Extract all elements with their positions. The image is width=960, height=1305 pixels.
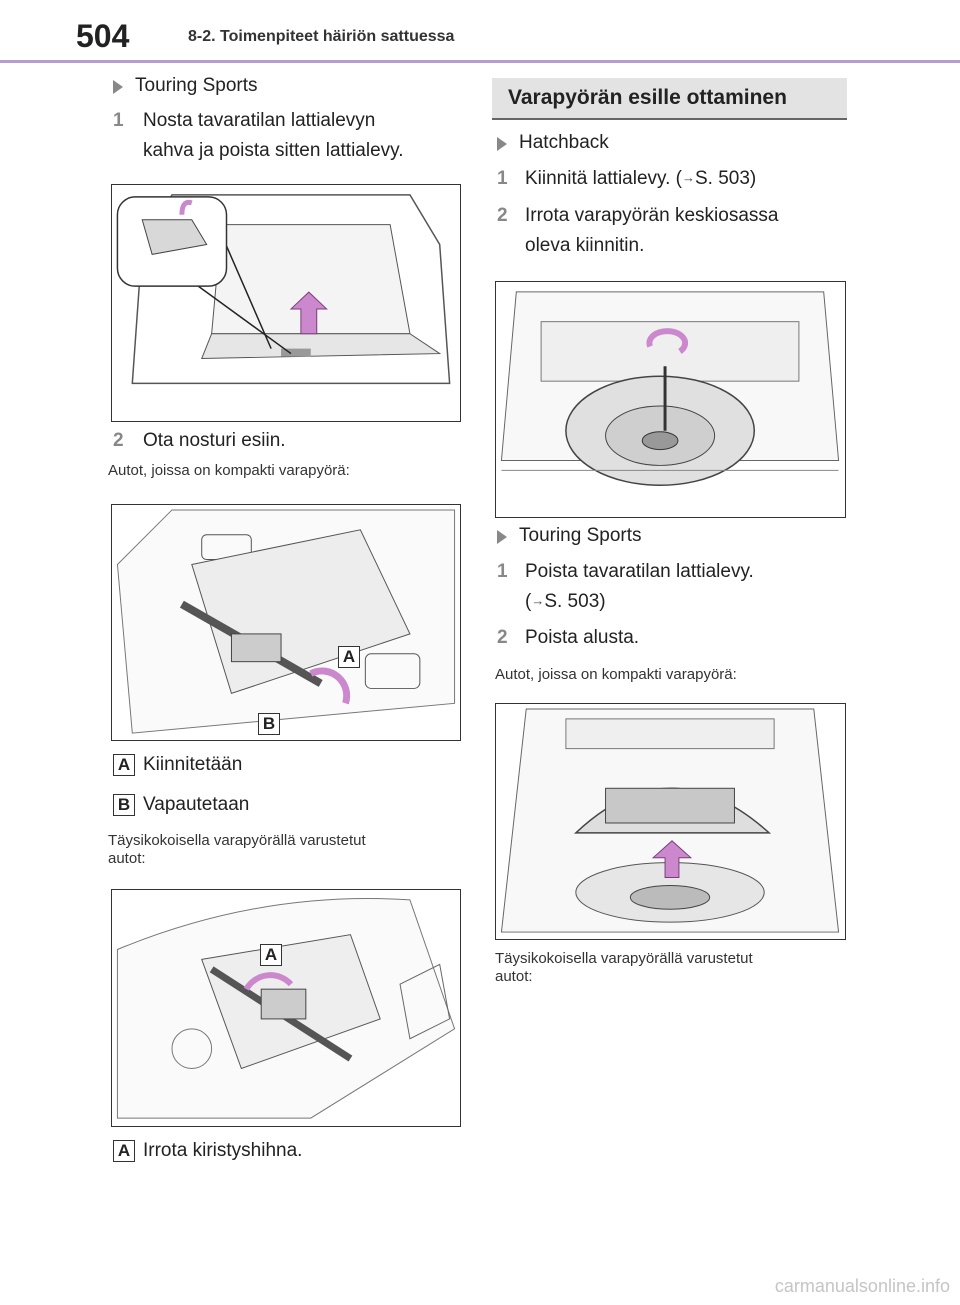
variant-touring-label: Touring Sports [519, 525, 642, 546]
legend-a-text: Kiinnitetään [143, 754, 243, 775]
callout-b-label: B [258, 713, 280, 735]
figure-tray-removal [495, 703, 846, 940]
variant-touring-label: Touring Sports [135, 75, 258, 96]
step-text: Poista tavaratilan lattialevy. [525, 561, 754, 582]
legend-a-label: A [113, 1140, 135, 1162]
jack-compact-illustration [116, 509, 456, 734]
section-heading: Varapyörän esille ottaminen [492, 78, 847, 120]
callout-a-label: A [338, 646, 360, 668]
step-number: 2 [497, 205, 508, 226]
bullet-triangle-icon [113, 80, 123, 94]
watermark: carmanualsonline.info [774, 1276, 950, 1296]
spare-hatchback-illustration [500, 291, 840, 487]
page-ref: S. 503) [544, 591, 606, 612]
step-number: 1 [113, 110, 124, 131]
fullsize-spare-note: Täysikokoisella varapyörällä varustetut [108, 832, 366, 849]
fullsize-spare-note: autot: [495, 968, 533, 985]
paren-open: ( [525, 591, 532, 612]
chapter-title: 8-2. Toimenpiteet häiriön sattuessa [188, 28, 455, 45]
legend-b-text: Vapautetaan [143, 794, 250, 815]
step-text: Irrota varapyörän keskiosassa [525, 205, 779, 226]
variant-hatchback-label: Hatchback [519, 132, 609, 153]
compact-spare-note: Autot, joissa on kompakti varapyörä: [108, 462, 350, 479]
page-number: 504 [76, 18, 130, 54]
step-text: oleva kiinnitin. [525, 235, 645, 256]
bullet-triangle-icon [497, 530, 507, 544]
compact-spare-note: Autot, joissa on kompakti varapyörä: [495, 666, 737, 683]
step-text: Ota nosturi esiin. [143, 430, 286, 451]
step-text: kahva ja poista sitten lattialevy. [143, 140, 404, 161]
fullsize-spare-note: autot: [108, 850, 146, 867]
tray-removal-illustration [500, 708, 840, 933]
step-text: Kiinnitä lattialevy. (→S. 503) [525, 168, 756, 190]
fullsize-spare-note: Täysikokoisella varapyörällä varustetut [495, 950, 753, 967]
figure-spare-hatchback [495, 281, 846, 518]
page-ref: S. 503) [695, 168, 757, 189]
step-number: 1 [497, 168, 508, 189]
step-number: 2 [497, 627, 508, 648]
step-number: 2 [113, 430, 124, 451]
legend-a-text: Irrota kiristyshihna. [143, 1140, 303, 1161]
figure-jack-fullsize: A [111, 889, 461, 1127]
trunk-illustration [116, 194, 451, 385]
figure-trunk-floor-handle [111, 184, 461, 422]
step-text: Nosta tavaratilan lattialevyn [143, 110, 376, 131]
bullet-triangle-icon [497, 137, 507, 151]
legend-a-label: A [113, 754, 135, 776]
section-heading-text: Varapyörän esille ottaminen [508, 86, 787, 109]
arrow-ref-icon: → [682, 170, 695, 185]
figure-jack-compact: A B [111, 504, 461, 741]
step-text-main: Kiinnitä lattialevy. ( [525, 168, 682, 189]
callout-a-label: A [260, 944, 282, 966]
arrow-ref-icon: → [531, 593, 545, 608]
header-rule [0, 60, 960, 63]
step-text: (→S. 503) [525, 591, 606, 613]
jack-fullsize-illustration [116, 898, 456, 1119]
legend-b-label: B [113, 794, 135, 816]
step-text: Poista alusta. [525, 627, 640, 648]
step-number: 1 [497, 561, 508, 582]
